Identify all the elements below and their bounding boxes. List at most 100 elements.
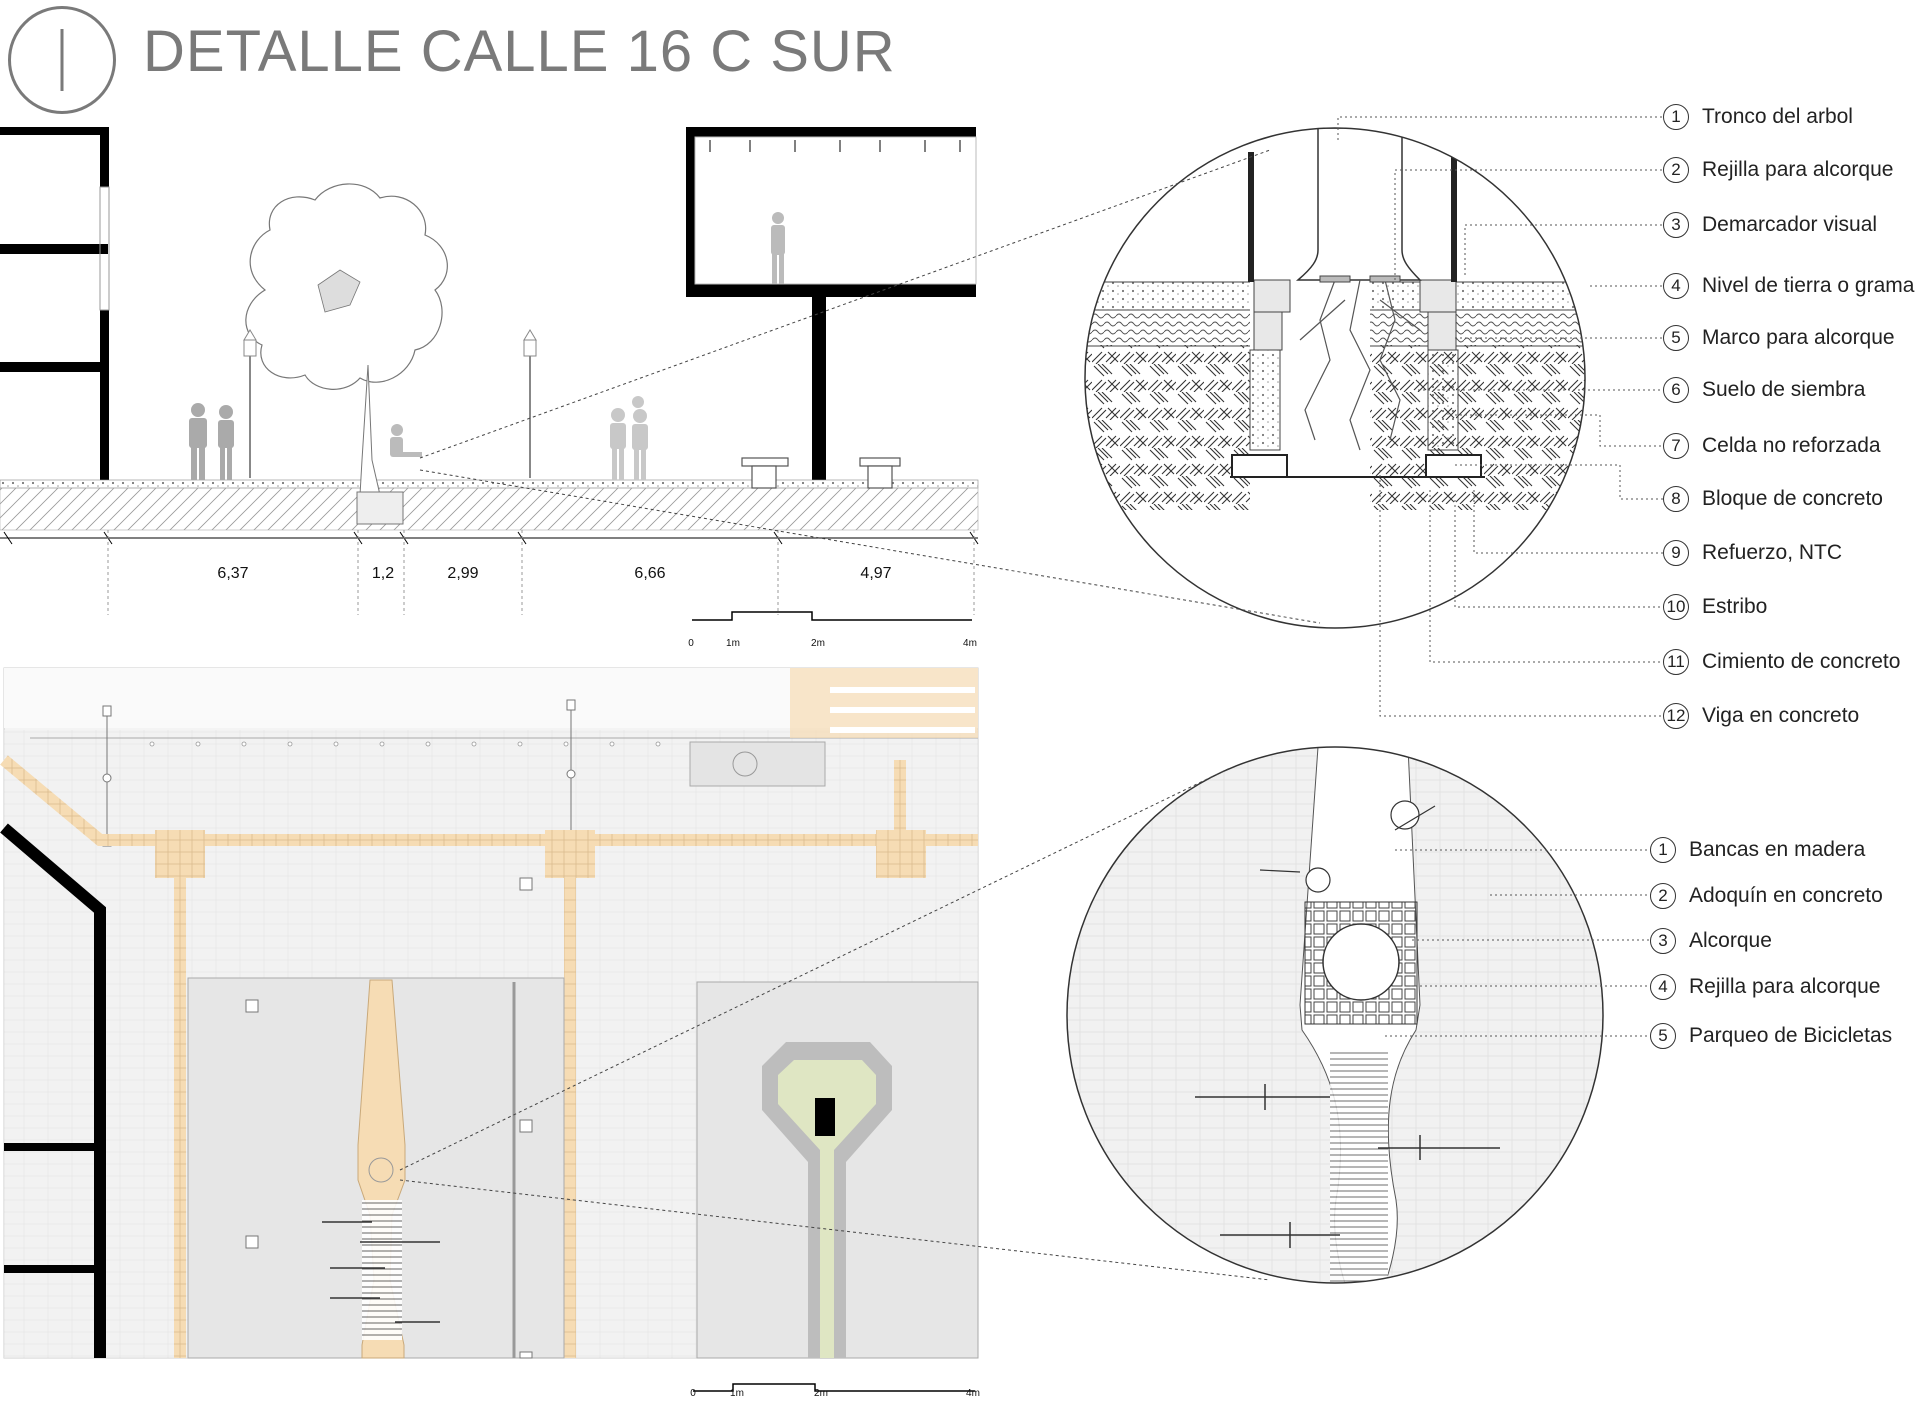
scale-label: 4m <box>963 638 977 649</box>
dimension-label: 6,66 <box>634 565 666 582</box>
legend-number: 8 <box>1663 486 1689 512</box>
left-building-window <box>99 186 110 311</box>
legend-item: 1 Tronco del arbol <box>1663 102 1853 132</box>
legend-label: Alcorque <box>1689 929 1772 952</box>
detail-connectors <box>399 149 1321 1281</box>
legend-label: Suelo de siembra <box>1702 378 1866 401</box>
left-building-slab <box>0 244 108 254</box>
left-building-wall <box>100 127 109 187</box>
plan-legend-item: 2 Adoquín en concreto <box>1650 881 1883 911</box>
scale-label: 4m <box>966 1388 980 1399</box>
legend-label: Refuerzo, NTC <box>1702 541 1843 564</box>
page-title: DETALLE CALLE 16 C SUR <box>143 19 896 84</box>
legend-number: 1 <box>1663 104 1689 130</box>
concrete-block <box>1231 454 1288 478</box>
orange-paving-square <box>155 830 205 878</box>
tree-pit <box>356 491 404 525</box>
tree-pit-alcorque <box>1322 923 1400 1001</box>
bike-parking-plan <box>362 1200 402 1340</box>
plan-legend-item: 4 Rejilla para alcorque <box>1650 972 1880 1002</box>
building-wall-plan <box>4 1143 104 1151</box>
legend-item: 9 Refuerzo, NTC <box>1663 538 1842 568</box>
legend-number: 11 <box>1663 649 1689 675</box>
legend-leader-lines <box>1337 116 1666 717</box>
legend-number: 2 <box>1650 883 1676 909</box>
legend-number: 6 <box>1663 377 1689 403</box>
tree-roots <box>1299 279 1421 451</box>
legend-label: Nivel de tierra o grama <box>1702 274 1915 297</box>
scale-label: 1m <box>726 638 740 649</box>
right-building-floor <box>686 284 976 297</box>
dimension-label: 2,99 <box>447 565 479 582</box>
scale-label: 1m <box>730 1388 744 1399</box>
legend-number: 5 <box>1663 325 1689 351</box>
legend-label: Tronco del arbol <box>1702 105 1853 128</box>
orange-paving-strip <box>894 760 906 830</box>
person-figure <box>771 212 785 284</box>
scale-label: 0 <box>688 638 694 649</box>
plan-leader-lines <box>1385 849 1652 1037</box>
legend-number: 9 <box>1663 540 1689 566</box>
pedestrian-group <box>610 396 648 480</box>
dimension-label: 6,37 <box>217 565 249 582</box>
legend-number: 7 <box>1663 433 1689 459</box>
crosswalk <box>790 668 978 738</box>
tree-canopy-detail <box>317 269 361 313</box>
concrete-block <box>1425 454 1482 478</box>
pedestrian-group <box>189 403 234 480</box>
legend-label: Parqueo de Bicicletas <box>1689 1024 1893 1047</box>
bike-rack <box>322 1221 440 1323</box>
legend-label: Rejilla para alcorque <box>1702 158 1894 181</box>
right-building-wall <box>686 127 695 297</box>
detail-circle-plan <box>1066 746 1604 1284</box>
legend-item: 5 Marco para alcorque <box>1663 323 1895 353</box>
legend-number: 5 <box>1650 1023 1676 1049</box>
tree-trunk <box>359 364 381 496</box>
plan-legend-item: 1 Bancas en madera <box>1650 835 1865 865</box>
left-building-slab <box>0 127 108 135</box>
legend-label: Viga en concreto <box>1702 704 1860 727</box>
planter-sign <box>815 1098 835 1136</box>
detail-circle-section <box>1084 127 1586 629</box>
scale-bar <box>692 611 972 621</box>
plan-legend-item: 5 Parqueo de Bicicletas <box>1650 1021 1892 1051</box>
bench <box>741 457 901 489</box>
orange-paving-band <box>0 755 978 846</box>
orange-paving-square <box>545 830 595 878</box>
seated-person <box>390 424 422 457</box>
legend-label: Adoquín en concreto <box>1689 884 1883 907</box>
left-building-slab <box>0 362 108 372</box>
bench-person <box>1259 800 1436 893</box>
legend-number: 12 <box>1663 703 1689 729</box>
legend-label: Estribo <box>1702 595 1768 618</box>
legend-label: Marco para alcorque <box>1702 326 1895 349</box>
tree-trunk-detail <box>1295 128 1422 281</box>
building-wall-plan <box>4 1265 104 1273</box>
right-building-glazing <box>694 136 977 285</box>
ground-subbase <box>0 487 979 531</box>
street-section <box>0 127 979 621</box>
dimension-extension-lines <box>107 530 975 615</box>
bollard-row <box>149 741 661 747</box>
legend-label: Bancas en madera <box>1689 838 1866 861</box>
dimension-label: 1,2 <box>371 565 395 582</box>
scale-bar-plan <box>693 1383 975 1392</box>
dimension-label: 4,97 <box>860 565 892 582</box>
green-planter <box>778 1060 876 1358</box>
section-number-mark <box>60 29 64 91</box>
manhole <box>245 877 533 1359</box>
legend-label: Rejilla para alcorque <box>1689 975 1881 998</box>
legend-number: 1 <box>1650 837 1676 863</box>
street-plan <box>0 667 979 1392</box>
detail-circle-outline <box>1066 746 1604 1284</box>
planter-tree <box>732 751 758 777</box>
legend-number: 4 <box>1650 974 1676 1000</box>
legend-item: 6 Suelo de siembra <box>1663 375 1865 405</box>
legend-number: 3 <box>1663 212 1689 238</box>
